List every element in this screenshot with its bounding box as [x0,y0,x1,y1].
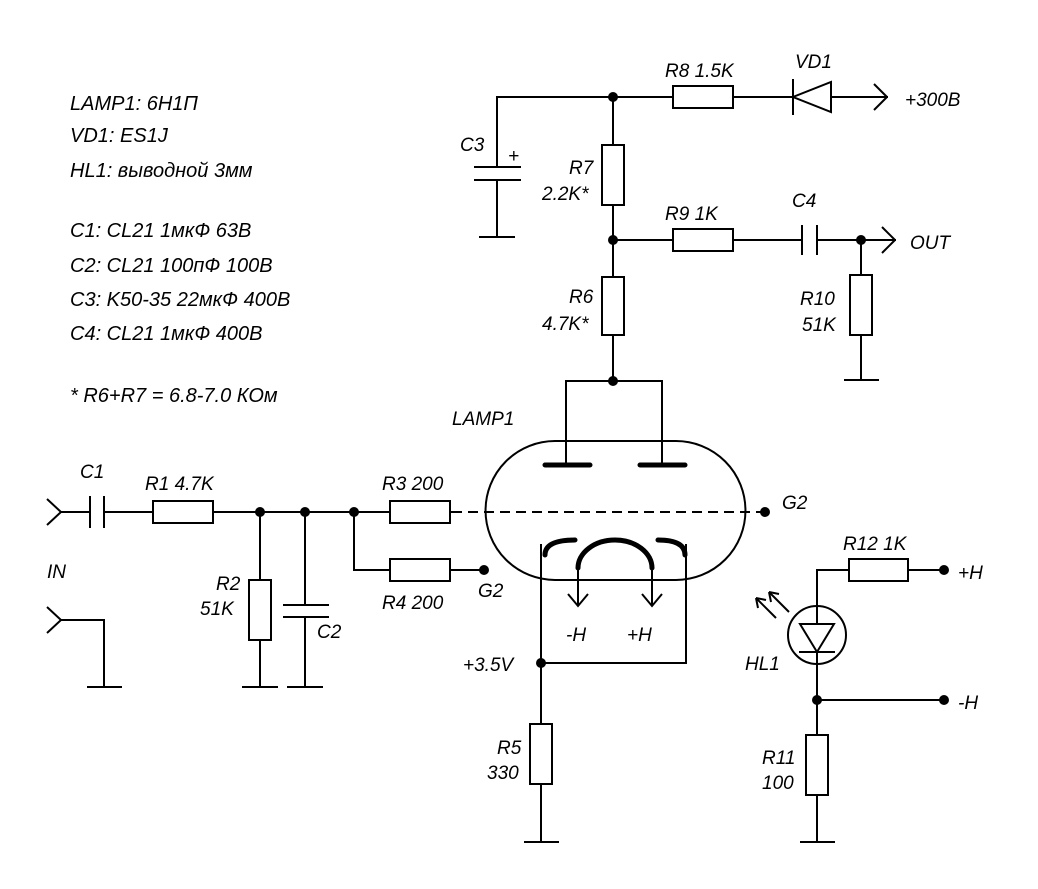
r11-label: R11 [762,748,795,769]
r9-resistor [672,228,734,252]
note-c2: C2: CL21 100пФ 100В [70,255,273,277]
note-c3: C3: K50-35 22мкФ 400В [70,289,290,311]
component-notes: LAMP1: 6Н1П VD1: ES1J HL1: выводной 3мм … [70,93,290,407]
r7-group: R7 2.2K* [541,96,625,279]
vd1-diode [790,79,832,115]
plus35-label: +3.5V [463,655,516,676]
note-r6-r7: * R6+R7 = 6.8-7.0 КОм [70,385,278,407]
r10-label: R10 [800,289,835,310]
hl1-indicator-section: R12 1K +H HL1 -H R11 100 [745,534,983,843]
lamp1-label: LAMP1 [452,409,514,430]
lamp1-tube: LAMP1 -H +H G2 [452,380,808,664]
c3-capacitor: C3 + [460,96,521,238]
r2-resistor [248,579,272,641]
r5-resistor [529,723,553,785]
g2-mid-dot [479,565,489,575]
hl1-label: HL1 [745,654,780,675]
tube-minus-h-label: -H [566,625,586,646]
r11-value: 100 [762,773,794,794]
r6-value: 4.7K* [542,314,589,335]
r10-value: 51K [802,315,837,336]
cathode-section: +3.5V R5 330 [463,562,559,843]
junction-dot [812,695,822,705]
r1-label: R1 4.7K [145,474,215,495]
c4-label: C4 [792,191,816,212]
r5-label: R5 [497,738,522,759]
note-c1: C1: CL21 1мкФ 63В [70,220,251,242]
note-vd1: VD1: ES1J [70,125,169,147]
input-section: C1 R1 4.7K R3 200 IN R2 51K C2 R4 200 G2 [46,462,504,688]
r12-resistor [848,558,909,582]
r2-label: R2 [216,574,241,595]
plus300-label: +300В [905,90,961,111]
r5-value: 330 [487,763,519,784]
plus-h-terminal-dot [939,565,949,575]
tube-envelope [484,440,747,581]
supply-rail: R8 1.5K VD1 +300В [496,52,961,115]
output-branch: R9 1K C4 OUT R10 51K [612,191,952,381]
plus-h-right-label: +H [958,563,983,584]
r4-resistor [389,558,451,582]
minus-h-right-label: -H [958,693,978,714]
g2-right-label: G2 [782,493,808,514]
c4-capacitor [801,225,818,255]
r8-resistor [672,85,734,109]
r1-resistor [152,500,214,524]
r6-group: R6 4.7K* [542,239,625,386]
in-terminal-arrow [46,498,63,526]
r8-label: R8 1.5K [665,61,735,82]
note-hl1: HL1: выводной 3мм [70,160,253,182]
r3-resistor [389,500,451,524]
c1-label: C1 [80,462,104,483]
r12-label: R12 1K [843,534,908,555]
out-terminal-arrow [881,226,896,254]
g2-mid-label: G2 [478,581,504,602]
c2-capacitor [283,511,329,688]
note-c4: C4: CL21 1мкФ 400В [70,323,263,345]
minus-h-terminal-dot [939,695,949,705]
note-lamp1: LAMP1: 6Н1П [70,93,198,115]
in-label: IN [47,562,66,583]
c3-label: C3 [460,135,485,156]
g2-terminal-dot [760,507,770,517]
c3-plus-label: + [508,146,519,167]
r6-resistor [601,276,625,336]
r3-label: R3 200 [382,474,444,495]
r2-value: 51K [200,599,235,620]
in-ground-terminal-arrow [46,606,63,634]
plus300-terminal-arrow [873,83,888,111]
r9-label: R9 1K [665,204,719,225]
out-label: OUT [910,233,952,254]
c1-capacitor [89,496,105,528]
r4-label: R4 200 [382,593,444,614]
tube-plus-h-label: +H [627,625,652,646]
r7-value: 2.2K* [541,184,589,205]
r6-label: R6 [569,287,594,308]
tube-cathodes [542,537,688,558]
r7-resistor [601,144,625,206]
heater-arrows [567,593,663,608]
hl1-led [755,591,847,665]
r10-resistor [849,274,873,336]
r7-label: R7 [569,158,595,179]
r11-resistor [805,734,829,796]
c2-label: C2 [317,622,342,643]
tube-heater [575,537,655,571]
junction-dot [536,658,546,668]
vd1-label: VD1 [795,52,832,73]
